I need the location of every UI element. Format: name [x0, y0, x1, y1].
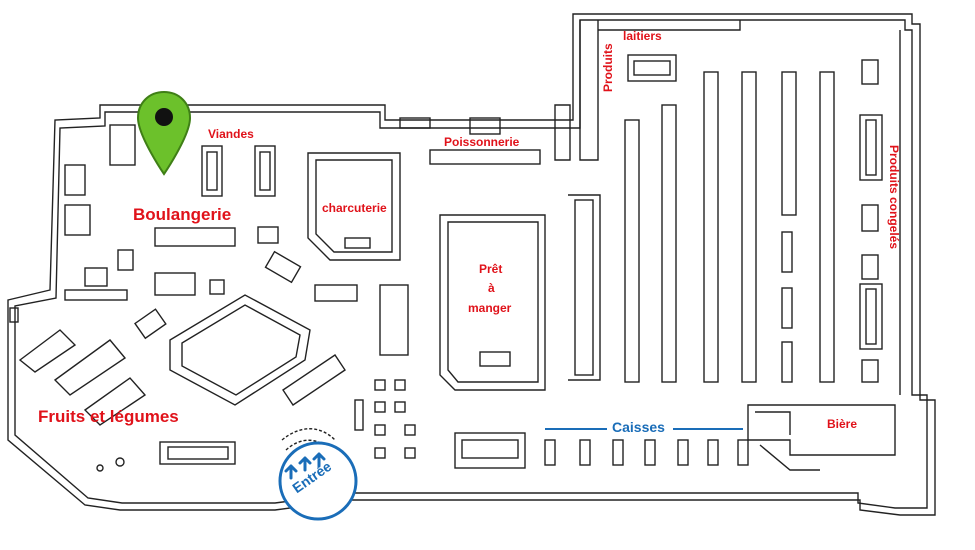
caisses-label: Caisses [612, 419, 665, 435]
location-pin-icon [136, 90, 192, 176]
pret-label-2: à [488, 281, 495, 295]
laitiers-label: laitiers [623, 29, 662, 43]
boulangerie-label: Boulangerie [133, 205, 232, 224]
viandes-label: Viandes [208, 127, 254, 141]
produits-label: Produits [601, 43, 615, 92]
entrance-badge-icon [278, 441, 358, 521]
poissonnerie-label: Poissonnerie [444, 135, 520, 149]
caisses-line-left [545, 428, 607, 430]
produits-congeles-label: Produits congelés [887, 145, 901, 250]
pret-label-1: Prêt [479, 262, 503, 276]
checkout-lanes [544, 439, 749, 466]
biere-label: Bière [827, 417, 858, 431]
pret-label-3: manger [468, 301, 512, 315]
seating-area [354, 379, 416, 459]
caisses-line-right [673, 428, 743, 430]
charcuterie-label: charcuterie [322, 201, 387, 215]
entrance-arrows-icon [284, 452, 326, 480]
fruits-legumes-label: Fruits et légumes [38, 407, 179, 426]
